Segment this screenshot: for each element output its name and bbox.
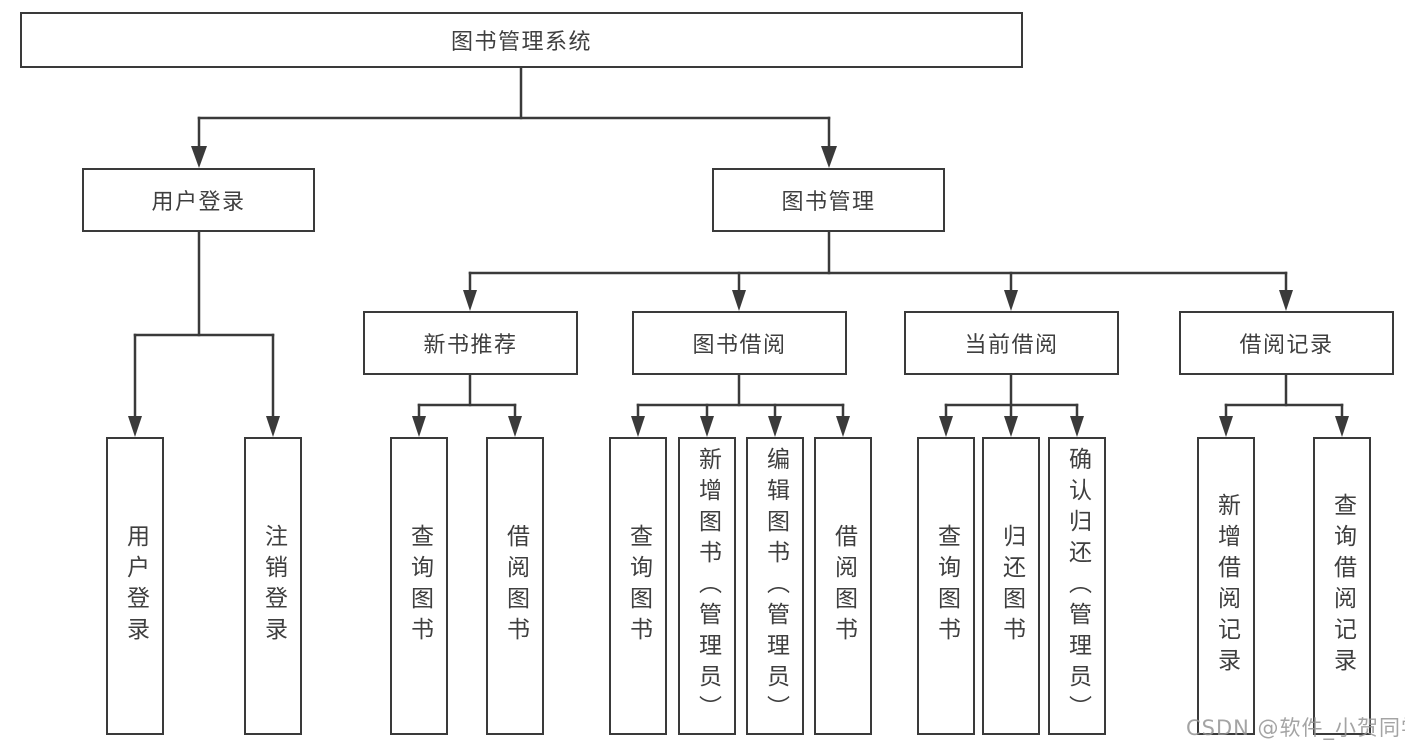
leaf-query-book-recommend-label: 查询图书 [406, 524, 433, 648]
node-library-system: 图书管理系统 [20, 12, 1023, 68]
node-borrow-records: 借阅记录 [1179, 311, 1394, 375]
node-new-book-recommend: 新书推荐 [363, 311, 578, 375]
leaf-query-borrow-record: 查询借阅记录 [1313, 437, 1371, 735]
node-book-management-label: 图书管理 [781, 190, 876, 215]
leaf-edit-book-admin-label: 编辑图书（管理员） [762, 446, 789, 726]
leaf-user-login: 用户登录 [106, 437, 164, 735]
leaf-add-book-admin-label: 新增图书（管理员） [694, 446, 721, 726]
leaf-return-book-label: 归还图书 [998, 524, 1025, 648]
node-library-system-label: 图书管理系统 [450, 30, 592, 55]
leaf-query-book-borrow: 查询图书 [609, 437, 667, 735]
leaf-query-book-borrow-label: 查询图书 [625, 524, 652, 648]
leaf-add-borrow-record-label: 新增借阅记录 [1213, 493, 1240, 679]
leaf-query-borrow-record-label: 查询借阅记录 [1329, 493, 1356, 679]
leaf-edit-book-admin: 编辑图书（管理员） [746, 437, 804, 735]
leaf-logout-label: 注销登录 [260, 524, 287, 648]
leaf-borrow-book-recommend: 借阅图书 [486, 437, 544, 735]
csdn-watermark: CSDN @软件_小贺同学 [1186, 716, 1405, 740]
leaf-confirm-return-admin-label: 确认归还（管理员） [1064, 446, 1091, 726]
leaf-confirm-return-admin: 确认归还（管理员） [1048, 437, 1106, 735]
node-book-borrow: 图书借阅 [632, 311, 847, 375]
node-new-book-recommend-label: 新书推荐 [423, 333, 518, 358]
node-borrow-records-label: 借阅记录 [1239, 333, 1334, 358]
node-current-borrow: 当前借阅 [904, 311, 1119, 375]
leaf-query-book-recommend: 查询图书 [390, 437, 448, 735]
leaf-borrow-book-label: 借阅图书 [830, 524, 857, 648]
leaf-user-login-label: 用户登录 [122, 524, 149, 648]
leaf-add-borrow-record: 新增借阅记录 [1197, 437, 1255, 735]
leaf-borrow-book: 借阅图书 [814, 437, 872, 735]
leaf-borrow-book-recommend-label: 借阅图书 [502, 524, 529, 648]
node-current-borrow-label: 当前借阅 [964, 333, 1059, 358]
leaf-logout: 注销登录 [244, 437, 302, 735]
node-user-login-label: 用户登录 [151, 190, 246, 215]
leaf-query-book-current-label: 查询图书 [933, 524, 960, 648]
leaf-add-book-admin: 新增图书（管理员） [678, 437, 736, 735]
node-book-borrow-label: 图书借阅 [692, 333, 787, 358]
leaf-query-book-current: 查询图书 [917, 437, 975, 735]
leaf-return-book: 归还图书 [982, 437, 1040, 735]
node-user-login: 用户登录 [82, 168, 315, 232]
node-book-management: 图书管理 [712, 168, 945, 232]
